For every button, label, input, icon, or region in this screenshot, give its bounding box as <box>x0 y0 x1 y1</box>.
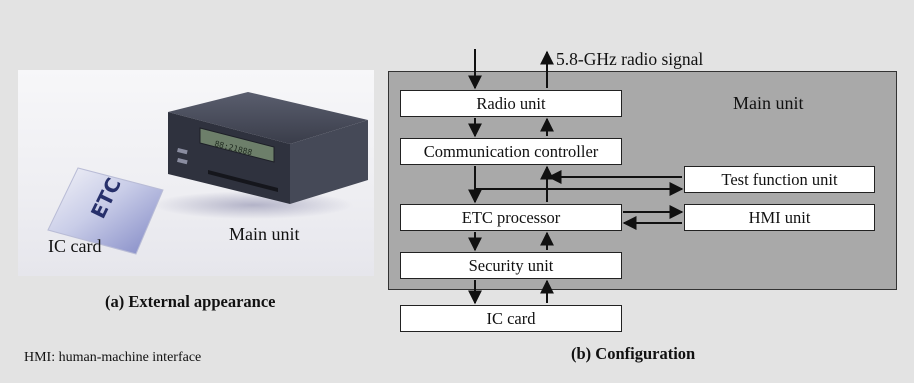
radio-unit-box: Radio unit <box>400 90 622 117</box>
ic-card-box: IC card <box>400 305 622 332</box>
device-illustration: 88:21888 ETC <box>47 92 368 255</box>
test-function-unit-box: Test function unit <box>684 166 875 193</box>
communication-controller-box: Communication controller <box>400 138 622 165</box>
device-display <box>199 127 275 163</box>
configuration-caption: (b) Configuration <box>571 344 696 363</box>
device-side <box>290 120 368 204</box>
hmi-unit-box: HMI unit <box>684 204 875 231</box>
security-unit-box: Security unit <box>400 252 622 279</box>
main-unit-panel-label: Main unit <box>733 93 804 113</box>
device-top <box>168 92 368 144</box>
external-appearance-photo: 88:21888 ETC <box>18 70 374 276</box>
ic-card-photo: ETC <box>47 167 164 255</box>
etc-processor-box: ETC processor <box>400 204 622 231</box>
main-unit-photo-label: Main unit <box>229 224 300 244</box>
device-front <box>168 112 290 204</box>
radio-signal-label: 5.8-GHz radio signal <box>556 49 704 69</box>
card-slot <box>208 170 278 192</box>
hmi-footnote: HMI: human-machine interface <box>24 350 202 365</box>
external-appearance-caption: (a) External appearance <box>105 292 276 311</box>
ic-card-photo-label: IC card <box>48 236 102 256</box>
